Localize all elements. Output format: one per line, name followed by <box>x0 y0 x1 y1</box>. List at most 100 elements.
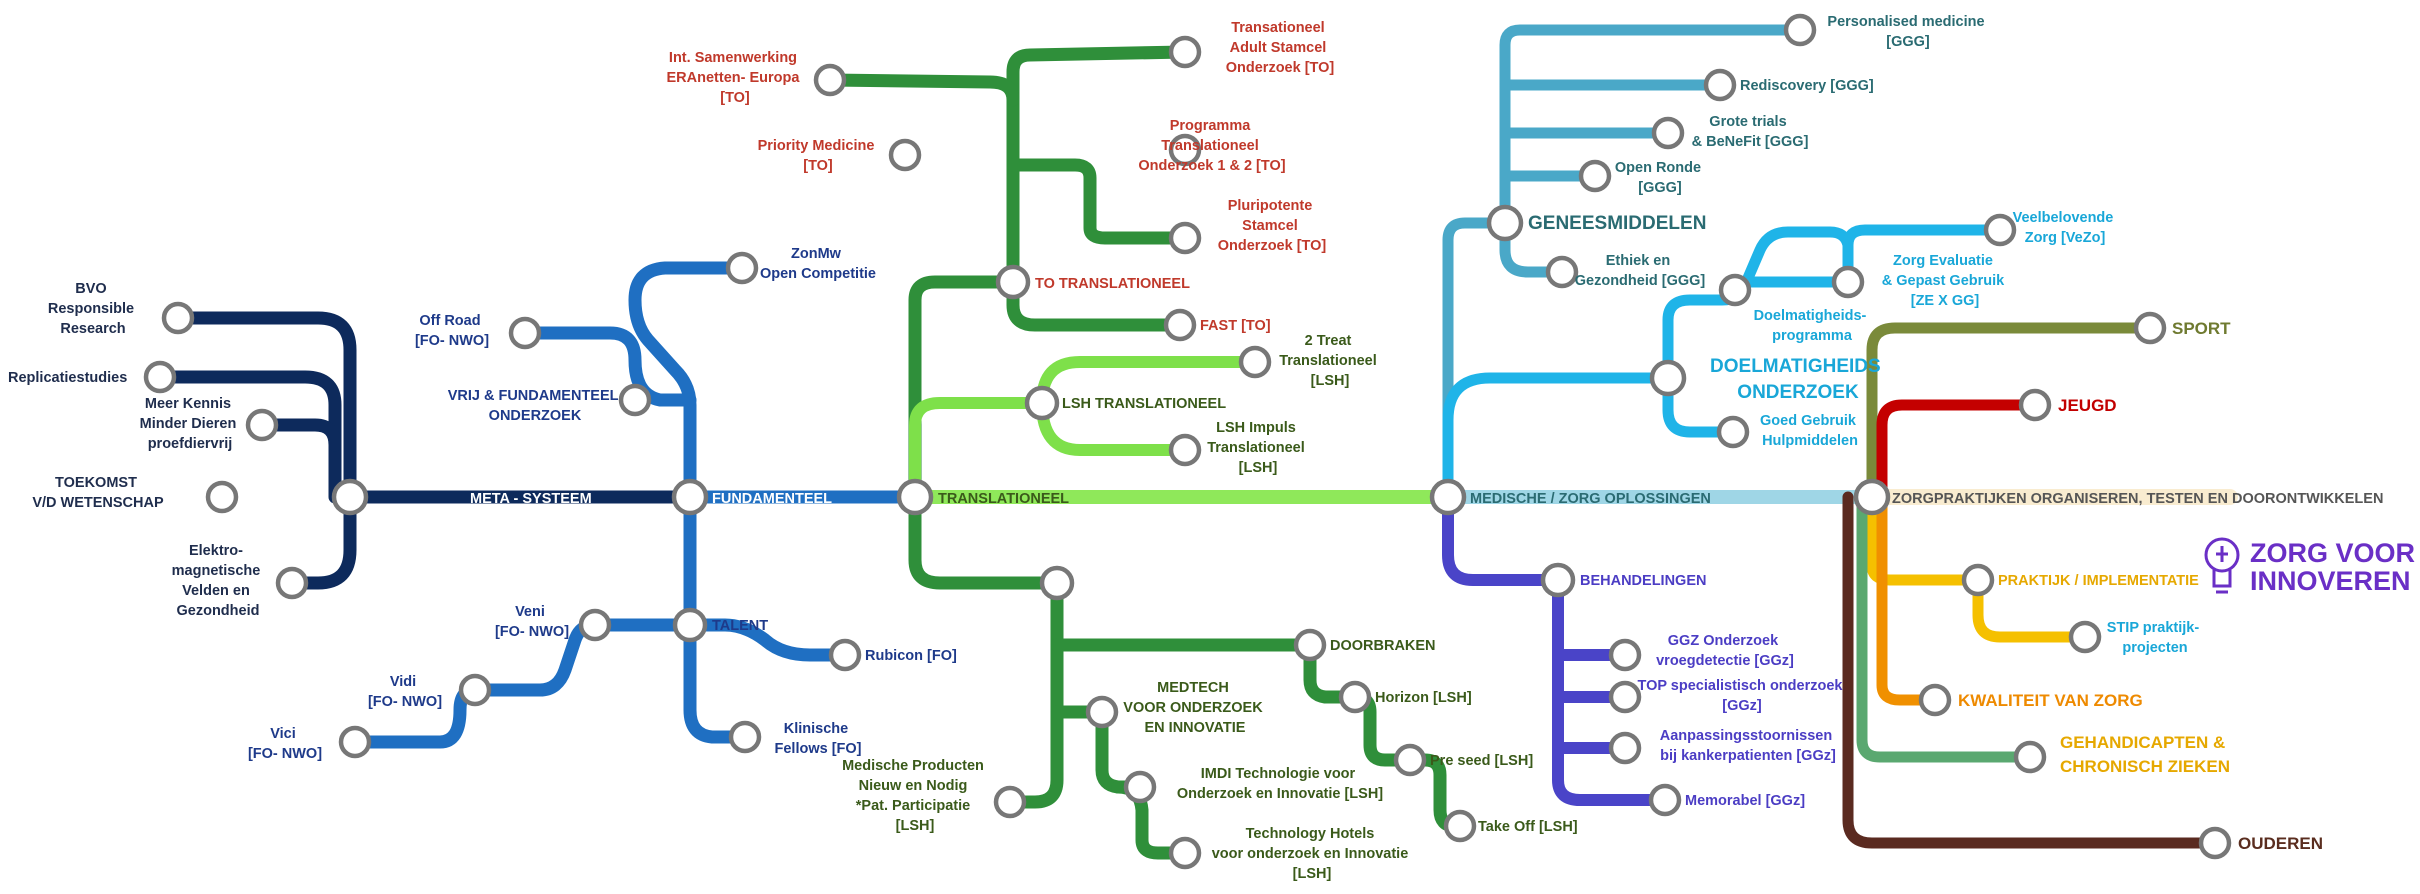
route-stip <box>1972 574 2091 643</box>
route-ouderen <box>1842 491 2221 849</box>
station-gehandicapten[interactable] <box>2013 740 2047 774</box>
station-praktijk[interactable] <box>1961 563 1995 597</box>
to-branch-int <box>823 73 1020 107</box>
station-klinische[interactable] <box>728 720 762 754</box>
behand-trunk <box>1442 491 1564 586</box>
station-medtech-hub[interactable] <box>1039 565 1075 601</box>
station-horizon[interactable] <box>1338 680 1372 714</box>
label-doorbraken: DOORBRAKEN <box>1330 638 1436 654</box>
station-top[interactable] <box>1608 680 1642 714</box>
station-fast[interactable] <box>1163 308 1197 342</box>
medtech-labels: DOORBRAKEN Horizon [LSH] Pre seed [LSH] … <box>842 638 1578 882</box>
label-takeoff: Take Off [LSH] <box>1478 819 1578 835</box>
lsh-branch <box>909 397 1048 503</box>
doel-trunk <box>1442 372 1674 503</box>
station-pluripotente[interactable] <box>1168 221 1202 255</box>
label-toekomst: TOEKOMST V/D WETENSCHAP <box>32 475 164 511</box>
station-stip[interactable] <box>2068 620 2102 654</box>
label-veelbelovende: Veelbelovende Zorg [VeZo] <box>2013 210 2118 246</box>
station-priority[interactable] <box>888 138 922 172</box>
zorg-voor-innoveren-logo: ZORG VOOR INNOVEREN <box>2204 537 2415 596</box>
station-doorbraken[interactable] <box>1293 628 1327 662</box>
station-doel[interactable] <box>1649 359 1687 397</box>
meta-labels: BVO Responsible Research Replicatiestudi… <box>8 281 260 619</box>
station-zorgeval[interactable] <box>1831 265 1865 299</box>
station-ethiek[interactable] <box>1545 255 1579 289</box>
station-medische-hub[interactable] <box>1429 478 1467 516</box>
label-transationeel: Transationeel Adult Stamcel Onderzoek [T… <box>1226 20 1335 76</box>
label-memorabel: Memorabel [GGz] <box>1685 793 1805 809</box>
label-horizon: Horizon [LSH] <box>1375 690 1472 706</box>
label-lsh-trans: LSH TRANSLATIONEEL <box>1062 396 1226 412</box>
fundamenteel-branch-vici <box>348 618 697 749</box>
station-meerkennis[interactable] <box>245 408 279 442</box>
station-memorabel[interactable] <box>1648 783 1682 817</box>
station-openronde[interactable] <box>1578 159 1612 193</box>
station-rediscovery[interactable] <box>1703 68 1737 102</box>
station-medtech[interactable] <box>1085 695 1119 729</box>
station-vidi[interactable] <box>458 673 492 707</box>
station-replicatie[interactable] <box>143 360 177 394</box>
station-imdi[interactable] <box>1123 770 1157 804</box>
to-labels: Int. Samenwerking ERAnetten- Europa [TO]… <box>667 20 1335 334</box>
station-lsh-impuls[interactable] <box>1168 433 1202 467</box>
station-translationeel-hub[interactable] <box>896 478 934 516</box>
station-behandelingen[interactable] <box>1540 562 1576 598</box>
station-sport[interactable] <box>2133 311 2167 345</box>
station-talent[interactable] <box>672 607 708 643</box>
station-techhotels[interactable] <box>1168 836 1202 870</box>
stations <box>143 13 2232 870</box>
station-preseed[interactable] <box>1393 743 1427 777</box>
label-techhotels: Technology Hotels voor onderzoek en Inno… <box>1212 826 1413 882</box>
station-genees[interactable] <box>1486 204 1524 242</box>
station-takeoff[interactable] <box>1443 809 1477 843</box>
station-veelbelovende[interactable] <box>1983 213 2017 247</box>
station-vrij[interactable] <box>618 383 652 417</box>
line-label-fundamenteel: FUNDAMENTEEL <box>712 491 832 507</box>
genees-labels: Personalised medicine [GGG] Rediscovery … <box>1528 14 1988 289</box>
label-vrij: VRIJ & FUNDAMENTEEL ONDERZOEK <box>448 388 623 424</box>
label-grote: Grote trials & BeNeFit [GGG] <box>1692 114 1809 150</box>
station-personalised[interactable] <box>1783 13 1817 47</box>
station-ouderen[interactable] <box>2198 826 2232 860</box>
label-imdi: IMDI Technologie voor Onderzoek en Innov… <box>1177 766 1383 802</box>
genees-spine <box>1499 24 1806 229</box>
station-kwaliteit[interactable] <box>1918 683 1952 717</box>
station-elektro[interactable] <box>275 566 309 600</box>
station-fundamenteel-hub[interactable] <box>671 478 709 516</box>
meta-routes <box>153 311 697 590</box>
station-programma[interactable] <box>1168 133 1202 167</box>
station-lsh-trans[interactable] <box>1024 385 1060 421</box>
station-vici[interactable] <box>338 725 372 759</box>
label-ggz: GGZ Onderzoek vroegdetectie [GGz] <box>1656 633 1794 669</box>
route-gehandicapten <box>1856 491 2036 763</box>
behand-spine <box>1552 574 1671 806</box>
station-ggz[interactable] <box>1608 638 1642 672</box>
station-grote[interactable] <box>1651 116 1685 150</box>
station-goed[interactable] <box>1716 415 1750 449</box>
label-behandelingen: BEHANDELINGEN <box>1580 573 1706 589</box>
station-offroad[interactable] <box>508 316 542 350</box>
station-meta-hub[interactable] <box>331 478 369 516</box>
station-jeugd[interactable] <box>2018 388 2052 422</box>
station-to-trans[interactable] <box>995 264 1031 300</box>
to-branch-fast <box>1006 275 1187 332</box>
station-medprod[interactable] <box>993 785 1027 819</box>
label-pluripotente: Pluripotente Stamcel Onderzoek [TO] <box>1218 198 1327 254</box>
station-aanpassing[interactable] <box>1608 731 1642 765</box>
label-personalised: Personalised medicine [GGG] <box>1827 14 1988 50</box>
station-int[interactable] <box>813 63 847 97</box>
station-zonmw[interactable] <box>725 251 759 285</box>
lightbulb-icon <box>2204 537 2240 594</box>
station-doelprog[interactable] <box>1718 273 1752 307</box>
station-toekomst[interactable] <box>205 480 239 514</box>
station-rubicon[interactable] <box>828 638 862 672</box>
label-praktijk: PRAKTIJK / IMPLEMENTATIE <box>1998 573 2199 589</box>
station-2treat[interactable] <box>1238 345 1272 379</box>
station-transationeel[interactable] <box>1168 35 1202 69</box>
station-bvo[interactable] <box>161 301 195 335</box>
station-veni[interactable] <box>578 608 612 642</box>
station-zorgpraktijken-hub[interactable] <box>1853 478 1891 516</box>
to-branch-up <box>1006 45 1192 289</box>
label-jeugd: JEUGD <box>2058 396 2117 415</box>
